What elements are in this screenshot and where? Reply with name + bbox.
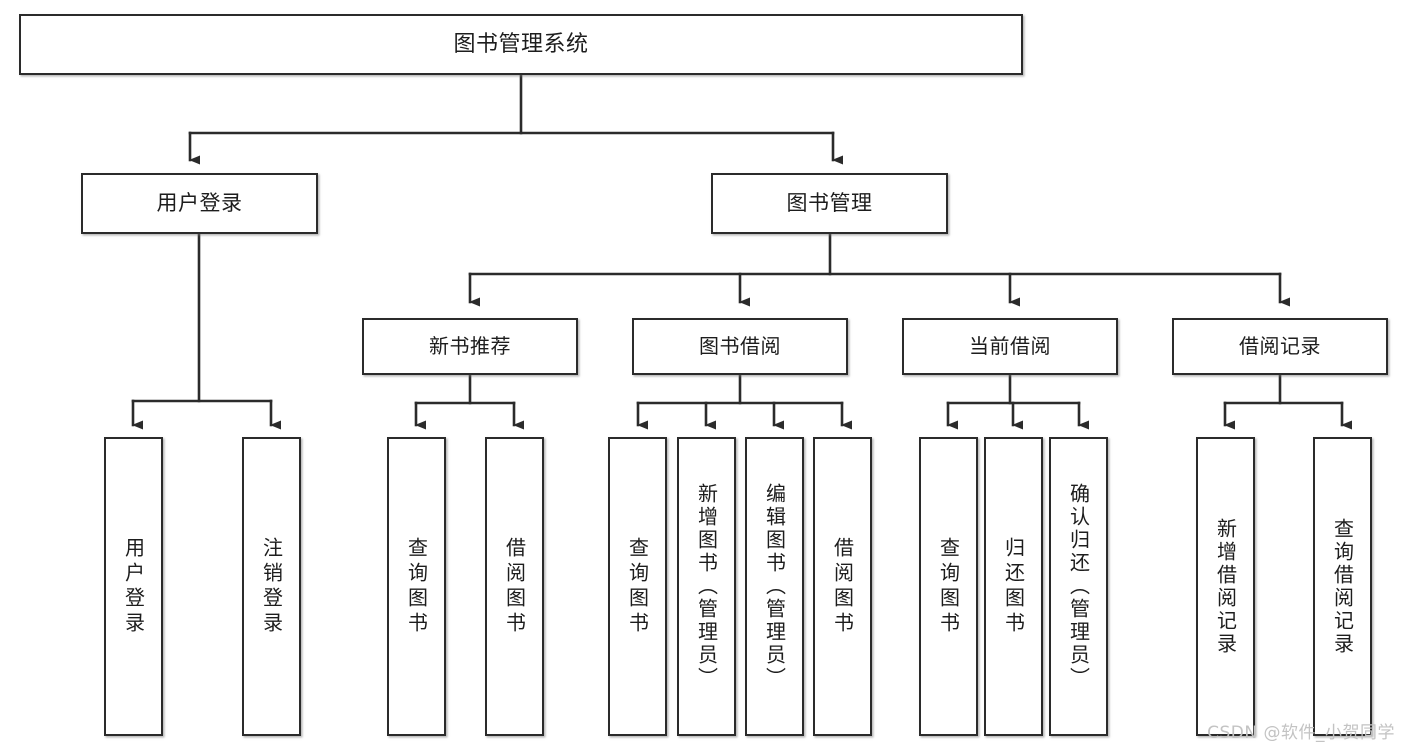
node-leaf-user-login[interactable]: 用户登录 — [104, 437, 163, 736]
node-root-book-management-system[interactable]: 图书管理系统 — [19, 14, 1023, 75]
node-borrow-record[interactable]: 借阅记录 — [1172, 318, 1388, 375]
node-label: 图书管理系统 — [453, 31, 589, 57]
node-label: 查询借阅记录 — [1330, 517, 1355, 656]
node-leaf-add-borrow-record[interactable]: 新增借阅记录 — [1196, 437, 1255, 736]
node-book-management[interactable]: 图书管理 — [711, 173, 948, 234]
node-label: 借阅图书 — [502, 536, 527, 637]
node-leaf-borrow-book[interactable]: 借阅图书 — [813, 437, 872, 736]
node-book-borrow[interactable]: 图书借阅 — [632, 318, 848, 375]
node-label: 新增借阅记录 — [1213, 517, 1238, 656]
node-label: 注销登录 — [259, 536, 284, 637]
node-label: 新书推荐 — [429, 333, 511, 358]
node-leaf-confirm-return-admin[interactable]: 确认归还（管理员） — [1049, 437, 1108, 736]
node-label: 当前借阅 — [969, 333, 1051, 358]
node-leaf-borrow-book-recommend[interactable]: 借阅图书 — [485, 437, 544, 736]
node-user-login[interactable]: 用户登录 — [81, 173, 318, 234]
node-leaf-query-book-current[interactable]: 查询图书 — [919, 437, 978, 736]
node-label: 借阅图书 — [830, 536, 855, 637]
node-leaf-query-book-recommend[interactable]: 查询图书 — [387, 437, 446, 736]
node-label: 编辑图书（管理员） — [762, 483, 787, 690]
node-leaf-logout[interactable]: 注销登录 — [242, 437, 301, 736]
node-label: 查询图书 — [404, 536, 429, 637]
node-leaf-query-borrow-record[interactable]: 查询借阅记录 — [1313, 437, 1372, 736]
node-label: 用户登录 — [121, 536, 146, 637]
node-leaf-query-book-borrow[interactable]: 查询图书 — [608, 437, 667, 736]
node-label: 查询图书 — [936, 536, 961, 637]
node-label: 查询图书 — [625, 536, 650, 637]
node-label: 图书管理 — [786, 191, 873, 216]
node-leaf-edit-book-admin[interactable]: 编辑图书（管理员） — [745, 437, 804, 736]
node-leaf-add-book-admin[interactable]: 新增图书（管理员） — [677, 437, 736, 736]
node-current-borrow[interactable]: 当前借阅 — [902, 318, 1118, 375]
node-label: 用户登录 — [156, 191, 243, 216]
node-label: 新增图书（管理员） — [694, 483, 719, 690]
watermark-text: CSDN @软件_小贺同学 — [1207, 723, 1395, 743]
node-label: 确认归还（管理员） — [1066, 483, 1091, 690]
node-label: 借阅记录 — [1239, 333, 1321, 358]
node-label: 归还图书 — [1001, 536, 1026, 637]
node-leaf-return-book[interactable]: 归还图书 — [984, 437, 1043, 736]
node-label: 图书借阅 — [699, 333, 781, 358]
node-new-book-recommend[interactable]: 新书推荐 — [362, 318, 578, 375]
